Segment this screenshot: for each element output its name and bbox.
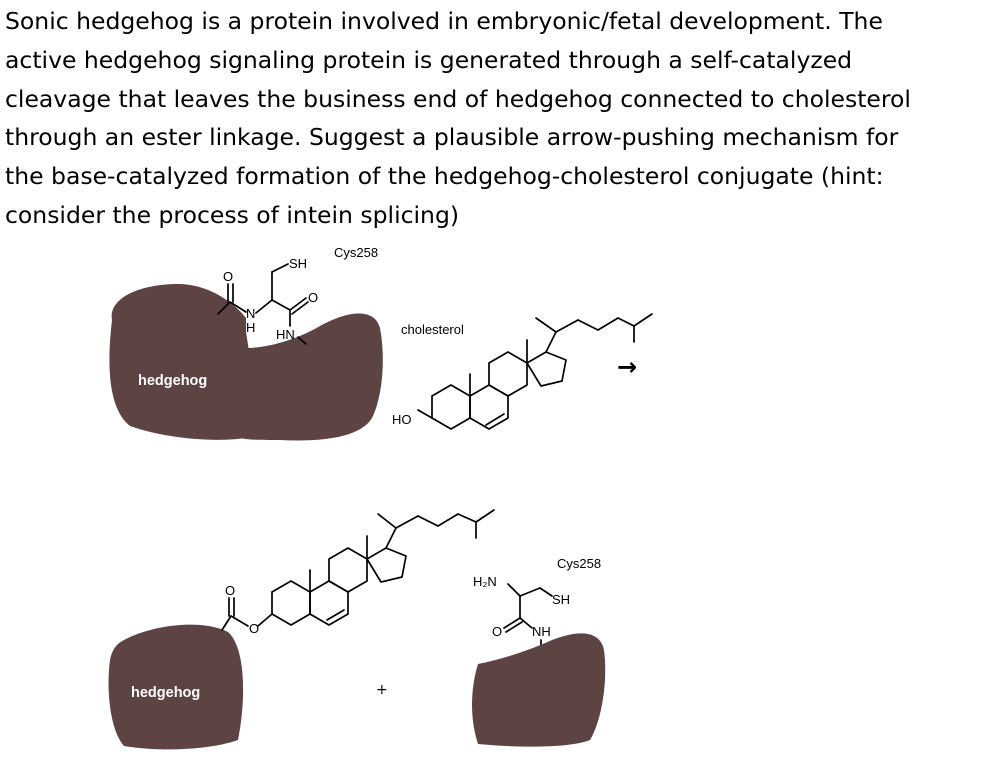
ester-carbonyl-label: O: [225, 583, 235, 598]
question-line: through an ester linkage. Suggest a plau…: [5, 123, 899, 152]
bond: [230, 615, 249, 627]
thiol-label: SH: [289, 256, 307, 271]
question-line: the base-catalyzed formation of the hedg…: [5, 162, 884, 191]
ester-oxygen-label: O: [249, 621, 259, 636]
bond: [271, 299, 291, 311]
product-cholesterol-structure: [271, 509, 495, 626]
amine-label: H₂N: [473, 574, 497, 589]
question-line: Sonic hedgehog is a protein involved in …: [5, 7, 883, 35]
bond: [505, 621, 523, 633]
hedgehog-product-label: hedgehog: [131, 685, 200, 701]
bond: [291, 301, 309, 315]
hedgehog-label: hedgehog: [138, 373, 207, 389]
bond: [271, 263, 289, 273]
question-line: active hedgehog signaling protein is gen…: [5, 45, 853, 74]
bond: [519, 617, 533, 629]
amide-nitrogen-label: N: [246, 306, 255, 321]
bond: [255, 299, 273, 314]
hedgehog-product-blob: [108, 624, 244, 750]
bond: [297, 336, 307, 345]
bond: [539, 587, 553, 597]
bond: [257, 613, 273, 627]
question-line: cleavage that leaves the business end of…: [5, 84, 911, 113]
bond: [221, 615, 232, 631]
product-group: hedgehog O O + H₂N: [108, 509, 606, 750]
reactant-group: hedgehog O N H SH Cys258 O HN cholestero…: [109, 245, 653, 441]
intein-protein-blob: [240, 313, 383, 441]
cholesterol-structure: [417, 313, 653, 430]
carbonyl-oxygen-label: O: [223, 269, 233, 284]
backbone-nh-label: HN: [276, 327, 295, 342]
carbonyl-oxygen-2-label: O: [308, 290, 318, 305]
bond: [519, 587, 541, 597]
hedgehog-protein-blob: [109, 284, 253, 440]
bond: [229, 301, 247, 313]
amide-hydrogen-label: H: [246, 320, 255, 335]
hydroxyl-label: HO: [392, 412, 412, 427]
bond: [503, 617, 521, 629]
question-line: consider the process of intein splicing): [5, 200, 460, 229]
question-text: Sonic hedgehog is a protein involved in …: [5, 2, 987, 235]
cholesterol-label: cholesterol: [401, 322, 464, 337]
intein-product-blob: [472, 633, 606, 747]
reaction-arrow: →: [617, 353, 637, 381]
product-carbonyl-label: O: [492, 624, 502, 639]
plus-sign: +: [376, 682, 388, 698]
bond: [217, 301, 231, 315]
product-cys258-label: Cys258: [557, 556, 601, 571]
product-nh-label: NH: [532, 624, 551, 639]
product-thiol-label: SH: [552, 592, 570, 607]
bond: [289, 297, 307, 311]
cys258-label: Cys258: [334, 245, 378, 260]
bond: [507, 583, 521, 597]
